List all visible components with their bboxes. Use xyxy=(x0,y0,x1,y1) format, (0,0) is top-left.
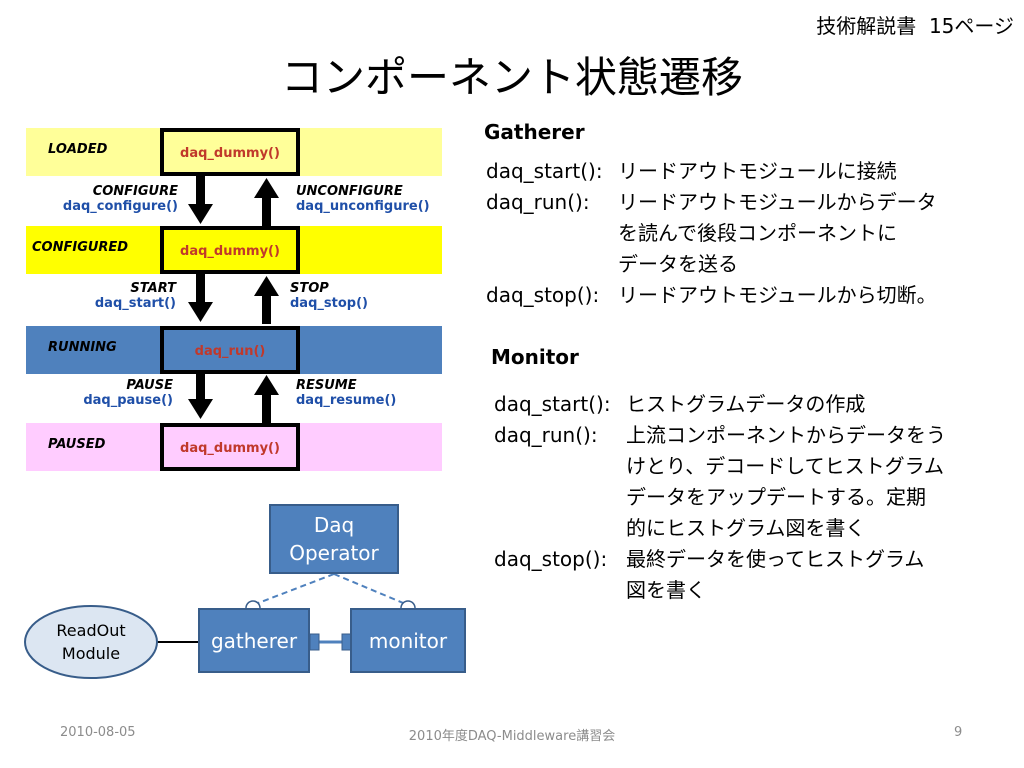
monitor-node: monitor xyxy=(350,608,466,673)
callback-label: daq_unconfigure() xyxy=(296,199,430,214)
callback-label: daq_start() xyxy=(94,296,176,311)
header: 技術解説書 15ページ xyxy=(816,10,1014,39)
down-arrow-shaft xyxy=(196,274,205,304)
operator-link-gatherer xyxy=(252,573,335,606)
down-arrow-shaft xyxy=(196,374,205,401)
function-text: 最終データを使ってヒストグラム xyxy=(626,547,925,571)
transition-resume: RESUME daq_resume() xyxy=(296,378,396,408)
callback-label: daq_pause() xyxy=(83,393,173,408)
desc-row: daq_stop(): リードアウトモジュールから切断。 xyxy=(486,280,937,311)
function-text: 上流コンポーネントからデータをう xyxy=(626,423,946,447)
up-arrow-shaft xyxy=(262,395,271,423)
event-label: RESUME xyxy=(296,378,357,393)
event-label: STOP xyxy=(290,281,329,296)
gatherer-description: daq_start(): リードアウトモジュールに接続 daq_run(): リ… xyxy=(486,156,937,311)
up-arrow-head xyxy=(254,375,279,395)
footer-event: 2010年度DAQ-Middleware講習会 xyxy=(408,729,616,744)
state-function: daq_dummy() xyxy=(180,244,280,259)
monitor-description: daq_start(): ヒストグラムデータの作成 daq_run(): 上流コ… xyxy=(494,389,946,606)
monitor-service-port xyxy=(400,600,416,609)
daq-operator-node: Daq Operator xyxy=(269,504,399,574)
footer-date: 2010-08-05 xyxy=(60,725,136,740)
down-arrow-head xyxy=(188,399,213,419)
doc-type: 技術解説書 xyxy=(816,14,917,38)
state-label: CONFIGURED xyxy=(32,240,129,255)
function-name: daq_run(): xyxy=(494,423,598,447)
page-title: コンポーネント状態遷移 xyxy=(280,53,743,102)
function-name: daq_start(): xyxy=(486,159,603,183)
gatherer-node-label: gatherer xyxy=(210,628,298,653)
event-label: CONFIGURE xyxy=(92,184,178,199)
page-label: 15ページ xyxy=(928,14,1014,38)
callback-label: daq_stop() xyxy=(290,296,368,311)
function-text: 的にヒストグラム図を書く xyxy=(626,516,866,540)
readout-line: ReadOut xyxy=(56,621,126,640)
function-text: データをアップデートする。定期 xyxy=(626,485,926,509)
footer-page-number: 9 xyxy=(954,725,963,740)
transition-start: START daq_start() xyxy=(95,281,176,311)
down-arrow-shaft xyxy=(196,176,205,206)
function-name: daq_stop(): xyxy=(486,283,600,307)
desc-row: daq_start(): リードアウトモジュールに接続 xyxy=(486,156,937,187)
callback-label: daq_resume() xyxy=(296,393,397,408)
operator-link-monitor xyxy=(333,573,409,606)
desc-row: daq_run(): 上流コンポーネントからデータをう けとり、デコードしてヒス… xyxy=(494,420,946,544)
down-arrow-head xyxy=(188,204,213,224)
up-arrow-shaft xyxy=(262,296,271,324)
transition-unconfigure: UNCONFIGURE daq_unconfigure() xyxy=(296,184,430,214)
transition-configure: CONFIGURE daq_configure() xyxy=(63,184,178,214)
up-arrow-shaft xyxy=(262,198,271,226)
up-arrow-head xyxy=(254,276,279,296)
transition-stop: STOP daq_stop() xyxy=(290,281,368,311)
state-function: daq_dummy() xyxy=(180,146,280,161)
up-arrow-head xyxy=(254,178,279,198)
monitor-node-label: monitor xyxy=(368,628,448,653)
gatherer-service-port xyxy=(245,600,261,609)
down-arrow-head xyxy=(188,302,213,322)
desc-row: daq_run(): リードアウトモジュールからデータ を読んで後段コンポーネン… xyxy=(486,187,937,280)
outport xyxy=(309,633,320,651)
function-name: daq_start(): xyxy=(494,392,611,416)
function-text: を読んで後段コンポーネントに xyxy=(618,221,897,245)
function-text: リードアウトモジュールに接続 xyxy=(618,159,897,183)
state-box-loaded: daq_dummy() xyxy=(160,128,300,176)
state-box-paused: daq_dummy() xyxy=(160,423,300,471)
readout-line: Module xyxy=(61,644,121,663)
operator-line: Daq xyxy=(313,513,355,537)
state-function: daq_run() xyxy=(194,344,266,359)
function-text: リードアウトモジュールから切断。 xyxy=(618,283,937,307)
desc-row: daq_stop(): 最終データを使ってヒストグラム 図を書く xyxy=(494,544,946,606)
state-label: PAUSED xyxy=(48,437,106,452)
function-name: daq_run(): xyxy=(486,190,590,214)
desc-row: daq_start(): ヒストグラムデータの作成 xyxy=(494,389,946,420)
operator-line: Operator xyxy=(289,541,379,565)
state-box-running: daq_run() xyxy=(160,326,300,374)
state-label: LOADED xyxy=(48,142,108,157)
readout-module: ReadOut Module xyxy=(40,619,142,665)
function-text: けとり、デコードしてヒストグラム xyxy=(626,454,944,478)
gatherer-node: gatherer xyxy=(198,608,310,673)
function-text: ヒストグラムデータの作成 xyxy=(626,392,866,416)
readout-ellipse xyxy=(24,605,158,679)
monitor-heading: Monitor xyxy=(491,345,579,369)
state-label: RUNNING xyxy=(48,340,117,355)
gatherer-heading: Gatherer xyxy=(484,120,585,144)
event-label: START xyxy=(130,281,176,296)
event-label: PAUSE xyxy=(126,378,173,393)
transition-arrows xyxy=(188,176,279,423)
function-text: 図を書く xyxy=(626,578,706,602)
state-box-configured: daq_dummy() xyxy=(160,226,300,274)
event-label: UNCONFIGURE xyxy=(296,184,403,199)
transition-pause: PAUSE daq_pause() xyxy=(83,378,173,408)
state-function: daq_dummy() xyxy=(180,441,280,456)
function-text: リードアウトモジュールからデータ xyxy=(618,190,937,214)
component-connectors xyxy=(24,566,416,679)
function-name: daq_stop(): xyxy=(494,547,608,571)
callback-label: daq_configure() xyxy=(62,199,178,214)
function-text: データを送る xyxy=(618,252,738,276)
